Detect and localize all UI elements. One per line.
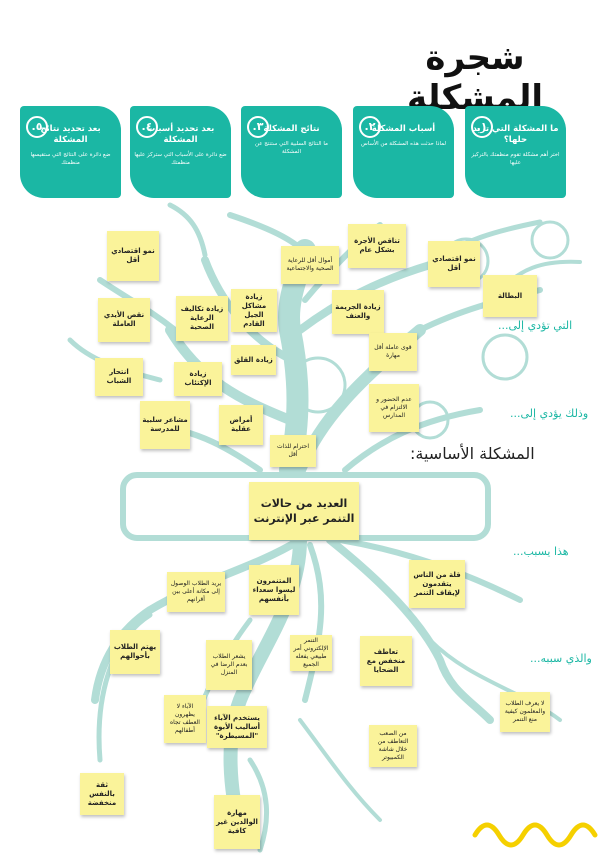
step-number: ٣. <box>247 116 269 138</box>
effect-note: زيادة القلق <box>231 345 276 375</box>
cause-note: ثقة بالنفس منخفضة <box>80 773 124 815</box>
cause-note: يريد الطلاب الوصول إلى مكانة أعلى بين أق… <box>167 572 225 612</box>
flow-label: التي تؤدي إلى... <box>498 319 573 332</box>
step-card-1: ١. ما المشكلة التي تريد حلها؟ اختر أهم م… <box>465 106 566 198</box>
flow-label: والذي سببه... <box>530 652 592 665</box>
effect-note: البطالة <box>483 275 537 317</box>
effect-note: زيادة تكاليف الرعاية الصحية <box>176 296 228 341</box>
effect-note: تناقص الأجرة بشكل عام <box>348 224 406 268</box>
step-number: ٥. <box>26 116 48 138</box>
step-title: بعد تحديد نتائج المشكلة <box>40 124 101 145</box>
step-description: ضع دائرة على الأسباب التي ستركز عليها من… <box>134 152 227 166</box>
step-number: ١. <box>471 116 493 138</box>
cause-note: مهارة الوالدين غير كافية <box>214 795 260 849</box>
step-card-5: ٥. بعد تحديد نتائج المشكلة ضع دائرة على … <box>20 106 121 198</box>
cause-note: من الصعب التعاطف من خلال شاشة الكمبيوتر <box>369 725 417 767</box>
effect-note: انتحار الشباب <box>95 358 143 396</box>
step-description: اختر أهم مشكلة تقوم منظمتك بالتركيز عليه… <box>471 152 560 166</box>
step-description: ما النتائج السلبية التي ستنتج عن المشكلة <box>255 141 328 155</box>
cause-note: قلة من الناس يتقدمون لإيقاف التنمر <box>409 560 465 608</box>
core-problem-note: العديد من حالات التنمر عبر الإنترنت <box>249 482 359 540</box>
flow-label: وذلك يؤدي إلى... <box>510 407 589 420</box>
effect-note: نمو اقتصادي أقل <box>107 231 159 281</box>
step-number: ٤. <box>136 116 158 138</box>
core-problem-label: المشكلة الأساسية: <box>410 444 535 463</box>
effect-note: مشاعر سلبية للمدرسة <box>140 401 190 449</box>
step-description: لماذا حدثت هذه المشكلة من الأساس <box>360 141 447 147</box>
cause-note: يهتم الطلاب بأحوالهم <box>110 630 160 674</box>
effect-note: زيادة الجريمة والعنف <box>332 290 384 334</box>
effect-note: أموال أقل للرعاية الصحية والاجتماعية <box>281 246 339 284</box>
effect-note: أمراض عقلية <box>219 405 263 445</box>
step-number: ٢. <box>359 116 381 138</box>
cause-note: الآباء لا يظهرون العطف تجاه أطفالهم <box>164 695 206 743</box>
step-card-3: ٣. نتائج المشكلة ما النتائج السلبية التي… <box>241 106 342 198</box>
effect-note: نمو اقتصادي أقل <box>428 241 480 287</box>
flow-label: هذا يسبب... <box>513 545 569 558</box>
step-title: ما المشكلة التي تريد حلها؟ <box>472 124 559 145</box>
step-card-4: ٤. بعد تحديد أسباب المشكلة ضع دائرة على … <box>130 106 231 198</box>
effect-note: نقص الأيدي العاملة <box>98 298 150 342</box>
step-title: نتائج المشكلة <box>263 124 320 134</box>
cause-note: لا يعرف الطلاب والمعلمون كيفية منع التنم… <box>500 692 550 732</box>
cause-note: يشعر الطلاب بعدم الرضا في المنزل <box>206 640 252 690</box>
cause-note: التنمر الإلكتروني أمر طبيعي يفعله الجميع <box>290 635 332 671</box>
effect-note: قوى عاملة أقل مهارة <box>369 333 417 371</box>
effect-note: زيادة الإكتئاب <box>174 362 222 396</box>
cause-note: تعاطف منخفض مع الضحايا <box>360 636 412 686</box>
effect-note: عدم الحضور و الالتزام في المدارس <box>369 384 419 432</box>
cause-note: يستخدم الآباء أساليب الأبوة "المسيطرة" <box>207 706 267 748</box>
step-title: بعد تحديد أسباب المشكلة <box>146 124 215 145</box>
effect-note: احترام للذات أقل <box>270 435 316 467</box>
effect-note: زيادة مشاكل الجيل القادم <box>231 289 277 332</box>
step-title: أسباب المشكلة <box>371 124 436 134</box>
step-card-2: ٢. أسباب المشكلة لماذا حدثت هذه المشكلة … <box>353 106 454 198</box>
step-description: ضع دائرة على النتائج التي ستقيسها منظمتك <box>30 152 111 166</box>
cause-note: المتنمرون ليسوا سعداء بأنفسهم <box>249 565 299 615</box>
